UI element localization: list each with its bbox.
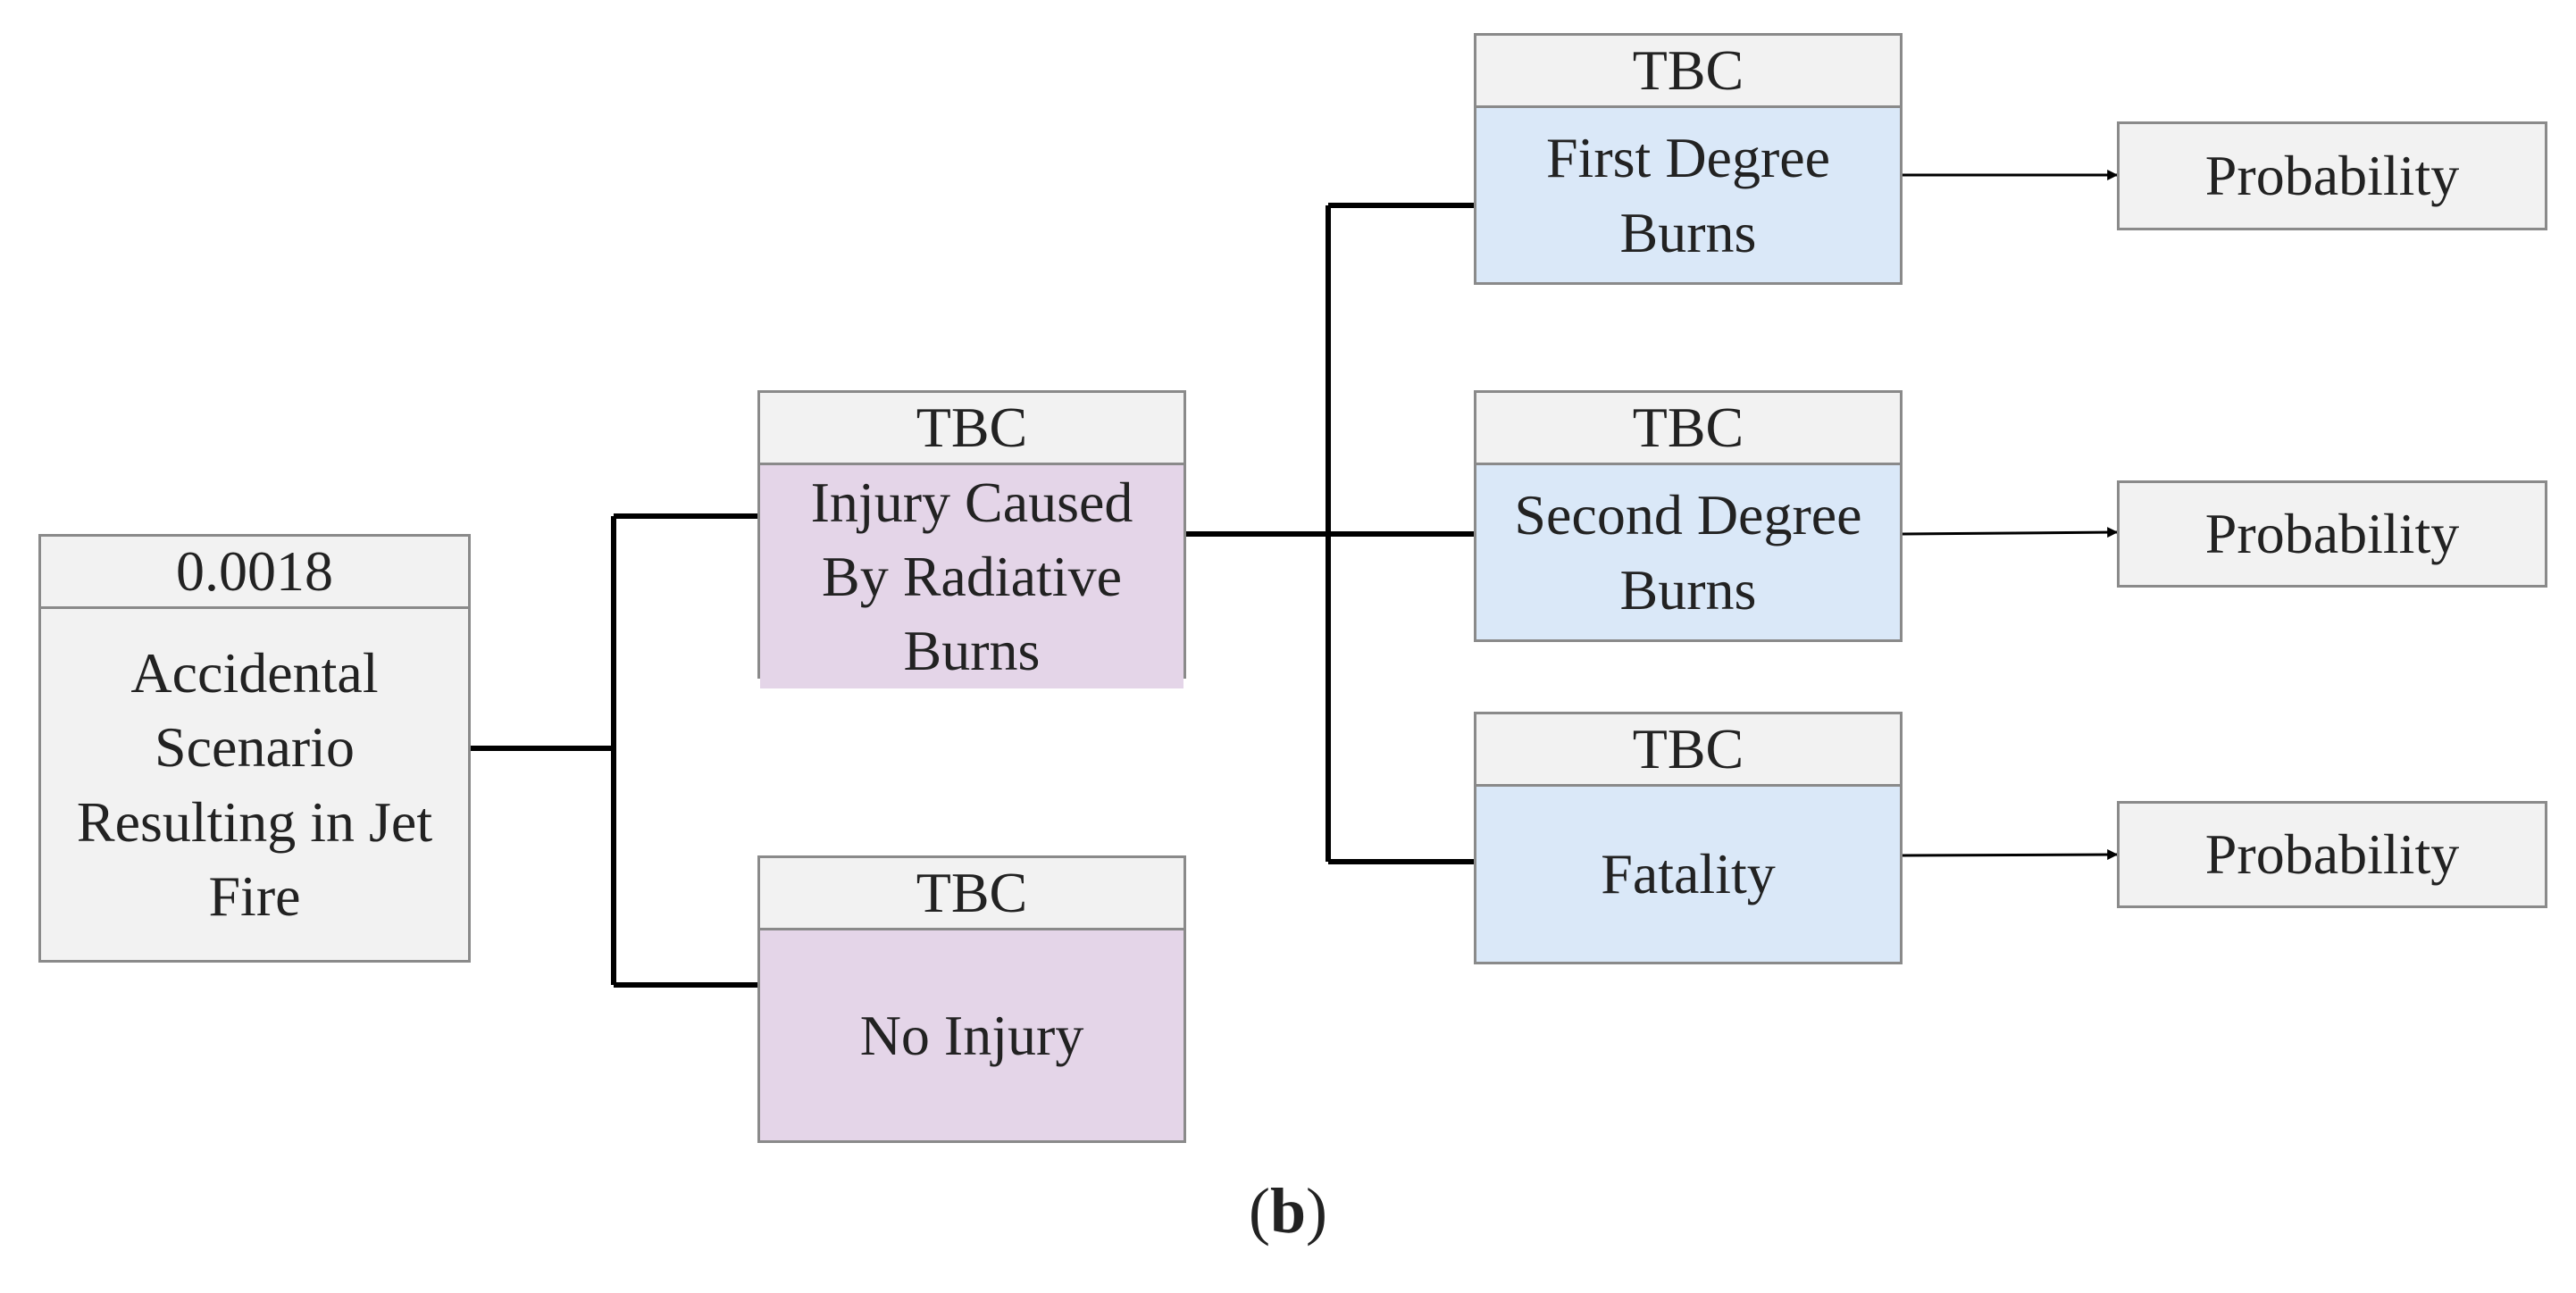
- second-degree-result: Probability: [2117, 480, 2547, 588]
- fatality-node: TBC Fatality: [1474, 712, 1903, 964]
- fatality-label: Fatality: [1476, 787, 1900, 962]
- arrow-second: [1902, 527, 2119, 538]
- injury-probability: TBC: [760, 393, 1183, 465]
- second-degree-node: TBC Second Degree Burns: [1474, 390, 1903, 642]
- first-degree-probability: TBC: [1476, 36, 1900, 108]
- injury-label: Injury Caused By Radiative Burns: [760, 465, 1183, 688]
- first-degree-result: Probability: [2117, 121, 2547, 230]
- figure-caption: (b): [1199, 1179, 1377, 1243]
- caption-close-paren: ): [1306, 1175, 1327, 1247]
- caption-letter: b: [1269, 1175, 1307, 1247]
- no-injury-label: No Injury: [760, 930, 1183, 1140]
- fatality-probability: TBC: [1476, 714, 1900, 787]
- fatality-result: Probability: [2117, 801, 2547, 908]
- no-injury-probability: TBC: [760, 858, 1183, 930]
- root-connector: [471, 513, 757, 988]
- root-probability: 0.0018: [41, 537, 468, 609]
- caption-open-paren: (: [1248, 1175, 1270, 1247]
- root-label: Accidental Scenario Resulting in Jet Fir…: [41, 609, 468, 960]
- no-injury-node: TBC No Injury: [757, 855, 1186, 1143]
- second-degree-label: Second Degree Burns: [1476, 465, 1900, 639]
- first-degree-node: TBC First Degree Burns: [1474, 33, 1903, 285]
- injury-connector: [1186, 203, 1474, 864]
- injury-node: TBC Injury Caused By Radiative Burns: [757, 390, 1186, 688]
- second-degree-probability: TBC: [1476, 393, 1900, 465]
- root-node: 0.0018 Accidental Scenario Resulting in …: [38, 534, 471, 963]
- first-degree-label: First Degree Burns: [1476, 108, 1900, 282]
